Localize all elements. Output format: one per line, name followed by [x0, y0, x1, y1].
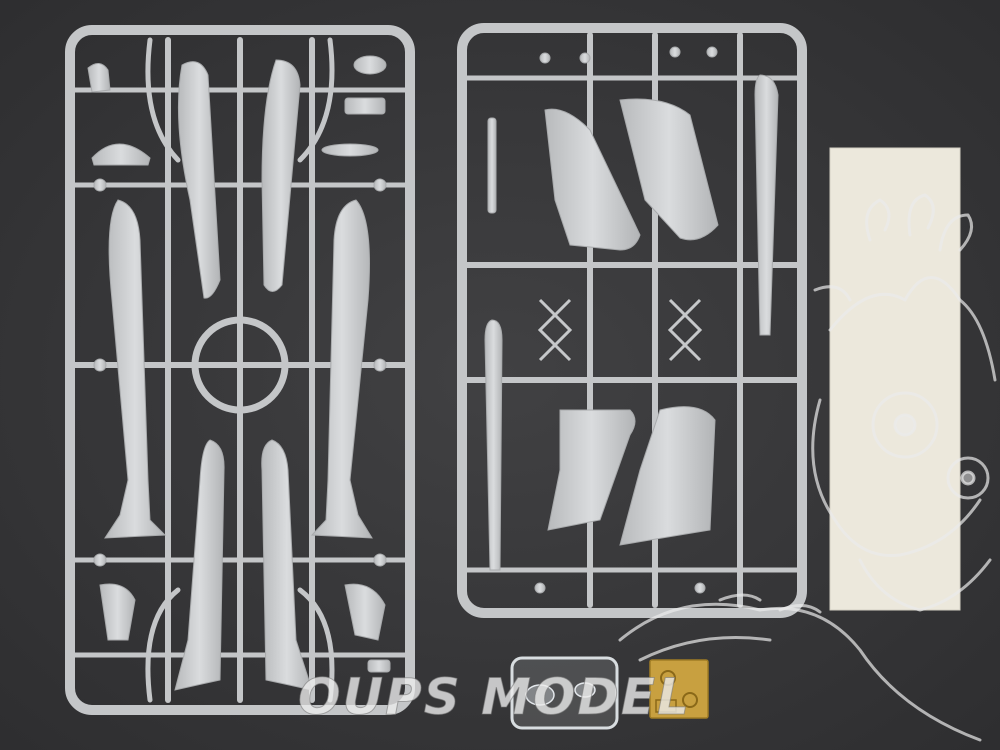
- landing-gear-legs-right: [667, 298, 703, 362]
- wing-half-top-left: [177, 61, 221, 299]
- wing-half-bottom-left: [174, 439, 225, 691]
- clear-canopy: [525, 684, 555, 706]
- wing-half-bottom-right: [261, 439, 313, 691]
- tail-fin-upper-left: [544, 108, 641, 251]
- tail-fin-lower-left: [547, 409, 636, 531]
- propeller-blade-left: [99, 583, 136, 641]
- small-part-nose: [353, 55, 387, 75]
- fuselage-half-left: [104, 199, 167, 539]
- left-sprue-parts: [87, 55, 391, 691]
- clear-window: [574, 682, 596, 698]
- long-strip-part-right: [754, 74, 779, 336]
- watermark-illustration: [618, 193, 997, 742]
- thin-rod-part: [487, 117, 497, 214]
- long-strip-part-left: [484, 319, 503, 571]
- photo-etch-plate: [649, 659, 709, 719]
- tail-fin-upper-right: [619, 98, 719, 241]
- fuselage-half-right: [310, 199, 373, 539]
- small-part-drop-tank: [321, 143, 379, 157]
- small-part-block: [344, 97, 386, 115]
- watermark-text: OUPS MODEL: [298, 668, 691, 727]
- clear-parts: [510, 656, 619, 730]
- canopy-frame-part: [91, 143, 151, 166]
- right-sprue-parts: [484, 46, 779, 594]
- photo-etch-fret: [649, 659, 709, 719]
- small-part-bottom: [367, 659, 391, 673]
- propeller-blade-right: [344, 583, 386, 641]
- clear-parts-sprue: [510, 656, 619, 730]
- sprue-center-ring: [191, 316, 289, 414]
- right-sprue-frame: [457, 23, 807, 618]
- wing-half-top-right: [261, 59, 301, 292]
- seat-part: [87, 63, 111, 93]
- decal-sheet: [829, 147, 961, 611]
- tail-fin-lower-right: [619, 406, 716, 546]
- left-sprue-frame: [65, 25, 415, 715]
- landing-gear-legs-left: [537, 298, 573, 362]
